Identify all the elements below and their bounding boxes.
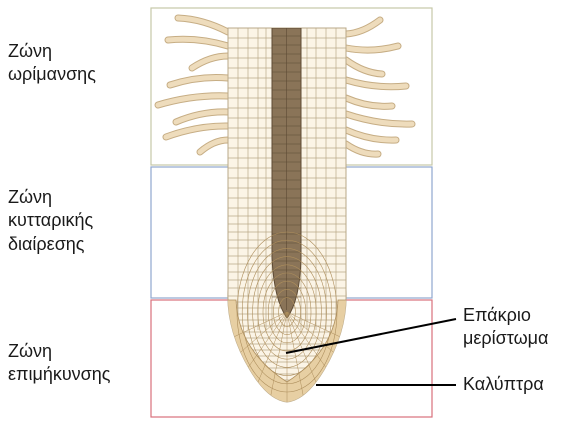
apical-meristem-label: Επάκριο μερίστωμα (463, 304, 548, 351)
elongation-zone-label: Ζώνη επιμήκυνσης (8, 340, 110, 387)
cell-division-zone-label: Ζώνη κυτταρικής διαίρεσης (8, 186, 93, 256)
maturation-zone-label: Ζώνη ωρίμανσης (8, 40, 96, 87)
root-body (221, 28, 353, 404)
root-cap-label: Καλύπτρα (463, 373, 544, 396)
